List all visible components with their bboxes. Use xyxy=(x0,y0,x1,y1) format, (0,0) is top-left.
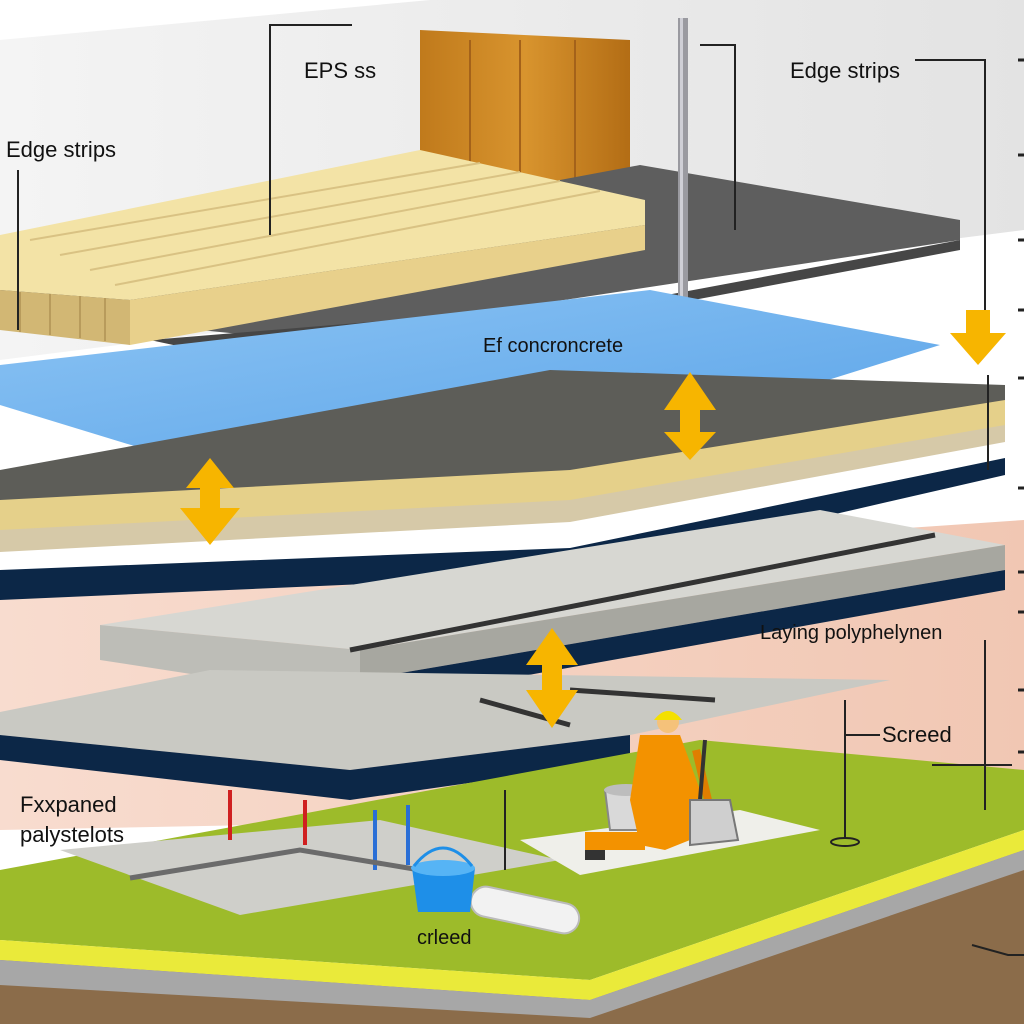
label-screed-right: Screed xyxy=(882,722,952,747)
polyethylene-foil xyxy=(0,290,940,460)
label-eps: EPS ss xyxy=(304,58,377,83)
label-expanded-polystyrene: Fxxpaned palystelots xyxy=(20,792,124,847)
down-arrow-icon xyxy=(950,310,1006,365)
worker-figure xyxy=(585,711,740,860)
leader-lines xyxy=(17,24,1024,956)
label-edge-strips-left: Edge strips xyxy=(6,137,117,162)
pole xyxy=(678,18,688,358)
bucket-icon xyxy=(411,846,475,912)
insulation-layer xyxy=(0,370,1005,600)
down-arrow-icon xyxy=(180,458,240,545)
label-screed-bottom: crleed xyxy=(417,927,472,949)
double-arrow-icon xyxy=(664,372,716,460)
eps-board xyxy=(0,150,645,345)
pipes xyxy=(129,790,581,935)
door xyxy=(420,30,630,200)
double-arrow-icon xyxy=(526,628,578,728)
label-edge-strips-right: Edge strips xyxy=(790,58,901,83)
label-ef-concrete: Ef concroncrete xyxy=(483,335,624,357)
label-laying-polyethylene: Laying polyphelynen xyxy=(760,622,943,644)
right-edge-ticks xyxy=(1018,58,1024,754)
